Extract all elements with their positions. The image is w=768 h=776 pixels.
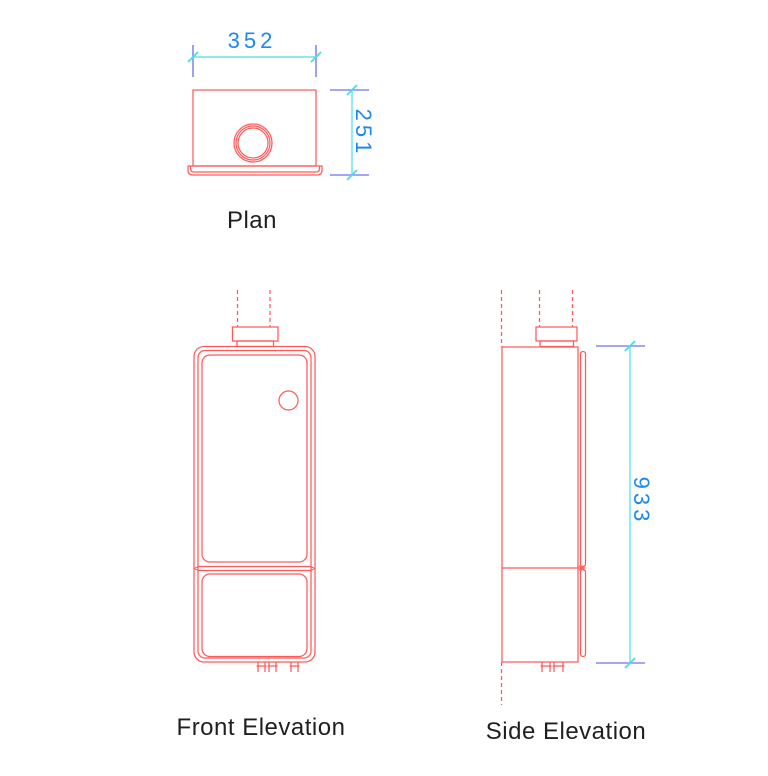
side-flue-collar-base <box>539 340 575 348</box>
side-elevation-label: Side Elevation <box>486 718 646 745</box>
plan-depth-dimension: 251 <box>330 84 376 181</box>
plan-label: Plan <box>227 207 277 234</box>
side-pipe-stub <box>540 662 552 672</box>
plan-width-value: 352 <box>228 28 277 53</box>
front-lower-panel <box>201 573 308 658</box>
front-panel-seam <box>193 565 316 572</box>
plan-base-flange-inner <box>189 166 321 173</box>
plan-view: 352 251 Plan <box>187 28 376 234</box>
side-flue-collar <box>535 326 578 342</box>
front-body-outer <box>193 345 316 663</box>
dimension-tick <box>624 340 636 352</box>
side-body <box>501 346 579 663</box>
dimension-tick <box>187 51 199 63</box>
side-seam-notch <box>578 565 585 571</box>
plan-depth-value: 251 <box>351 109 376 158</box>
plan-flue-circle-inner <box>237 127 269 159</box>
side-door-edge-upper <box>579 350 587 568</box>
front-pipe-stub <box>289 662 300 672</box>
plan-width-dimension: 352 <box>187 28 322 77</box>
front-pipe-stub <box>256 662 267 672</box>
dimension-tick <box>624 657 636 669</box>
front-elevation-label: Front Elevation <box>177 714 346 741</box>
dimension-tick <box>346 169 358 181</box>
side-height-dimension: 933 <box>596 340 654 669</box>
dimension-tick <box>310 51 322 63</box>
front-body-inner <box>197 349 312 659</box>
side-elevation-view: 933 Side Elevation <box>486 290 654 745</box>
plan-base-flange <box>187 165 323 176</box>
front-elevation-view: Front Elevation <box>177 290 346 741</box>
plan-flue-circle-outer <box>233 123 273 163</box>
side-pipe-stub <box>552 662 565 672</box>
dimension-tick <box>346 84 358 96</box>
side-height-value: 933 <box>629 477 654 526</box>
front-control-knob <box>278 390 299 411</box>
plan-flue-circle-mid <box>235 125 271 161</box>
front-pipe-stub <box>267 662 278 672</box>
front-flue-collar <box>231 326 279 342</box>
front-upper-panel <box>201 354 308 563</box>
side-door-edge-lower <box>579 568 587 658</box>
front-flue-collar-base <box>236 340 275 348</box>
